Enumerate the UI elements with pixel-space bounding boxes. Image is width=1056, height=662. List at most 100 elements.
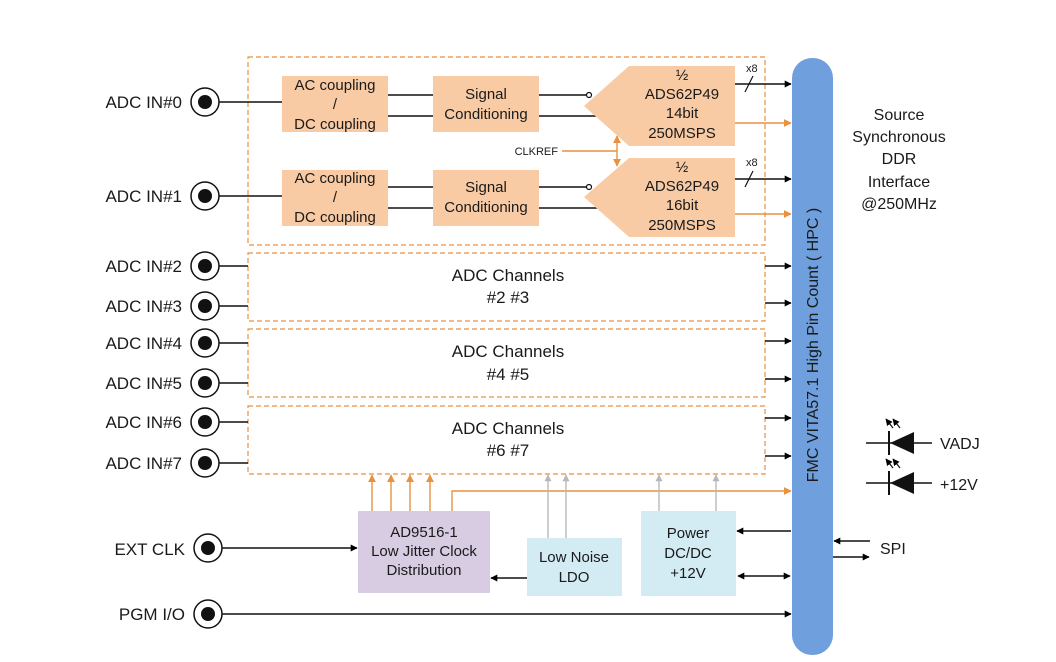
channel-group-box-45 [247, 328, 766, 398]
ext-clk-label: EXT CLK [114, 540, 185, 559]
power-line: DC/DC [664, 545, 712, 562]
adc-in-2: ADC IN#2 [105, 251, 220, 281]
ldo-up-arrows [544, 474, 570, 538]
clock-to-fmc-line [451, 487, 792, 511]
input-label: ADC IN#5 [105, 374, 182, 393]
adc-block-0 [584, 66, 735, 146]
led-diode-icon [890, 432, 914, 454]
input-label: ADC IN#4 [105, 334, 182, 353]
adc-part: ADS62P49 [645, 178, 719, 195]
adc-rate: 250MSPS [648, 125, 716, 142]
dual-adc-group-box [247, 56, 766, 246]
adc-in-6: ADC IN#6 [105, 407, 220, 437]
input-label: ADC IN#2 [105, 257, 182, 276]
group-channels: #2 #3 [487, 288, 530, 307]
bus-width-label: x8 [746, 63, 758, 75]
adc-in-3: ADC IN#3 [105, 291, 220, 321]
adc-half: ½ [676, 67, 689, 84]
coupling-line: / [333, 96, 338, 113]
coupling-line: / [333, 189, 338, 206]
adc-resolution: 16bit [666, 197, 699, 214]
input-connectors: ADC IN#0 ADC IN#1 ADC IN#2 ADC IN#3 ADC … [105, 87, 220, 478]
inverting-input-dot [585, 91, 593, 99]
bus-slash [744, 170, 754, 188]
adc-half: ½ [676, 159, 689, 176]
conditioning-block-0 [433, 76, 539, 132]
interface-line: Interface [868, 174, 930, 191]
adc-in-1: ADC IN#1 [105, 181, 220, 211]
bnc-center [198, 95, 212, 109]
adc-part: ADS62P49 [645, 86, 719, 103]
interface-description: Source Synchronous DDR Interface @250MHz [852, 107, 945, 213]
coupling-block-1 [282, 170, 388, 226]
adc-resolution: 14bit [666, 105, 699, 122]
conditioning-block-1 [433, 170, 539, 226]
bnc-center [198, 336, 212, 350]
inverting-input-dot [585, 183, 593, 191]
bnc-center [198, 456, 212, 470]
coupling-block-0 [282, 76, 388, 132]
group-title: ADC Channels [452, 342, 564, 361]
coupling-line: DC coupling [294, 116, 376, 133]
bus-slash [744, 75, 754, 93]
bnc-center [201, 541, 215, 555]
channel-1-chain: AC coupling / DC coupling Signal Conditi… [282, 157, 792, 237]
power-line: +12V [670, 565, 705, 582]
channel-0-chain: AC coupling / DC coupling Signal Conditi… [282, 63, 792, 146]
group-title: ADC Channels [452, 266, 564, 285]
bnc-center [198, 376, 212, 390]
interface-line: Source [874, 107, 925, 124]
clock-distribution-block [358, 511, 490, 593]
adc-in-7: ADC IN#7 [105, 448, 220, 478]
adc-channels-67: ADC Channels #6 #7 [452, 419, 564, 460]
group-channels: #6 #7 [487, 441, 530, 460]
clock-line: Distribution [386, 562, 461, 579]
adc-in-4: ADC IN#4 [105, 328, 220, 358]
adc-rate: 250MSPS [648, 217, 716, 234]
power-up-arrows [655, 474, 720, 511]
ext-clk-input: EXT CLK [114, 533, 358, 563]
input-label: ADC IN#7 [105, 454, 182, 473]
input-label: ADC IN#1 [105, 187, 182, 206]
fmc-connector-label: FMC VITA57.1 High Pin Count ( HPC ) [805, 208, 822, 482]
fmc-connector-bar [792, 58, 833, 655]
input-label: ADC IN#3 [105, 297, 182, 316]
interface-line: DDR [882, 151, 917, 168]
clkref-label: CLKREF [515, 146, 559, 158]
clock-line: AD9516-1 [390, 524, 458, 541]
bnc-center [198, 299, 212, 313]
power-dcdc-block [641, 511, 736, 596]
group-title: ADC Channels [452, 419, 564, 438]
pgm-io-label: PGM I/O [119, 605, 185, 624]
coupling-line: DC coupling [294, 209, 376, 226]
adc-channels-45: ADC Channels #4 #5 [452, 342, 564, 384]
conditioning-line: Conditioning [444, 199, 527, 216]
adc-in-5: ADC IN#5 [105, 368, 220, 398]
led-vadj: VADJ [866, 418, 980, 455]
coupling-line: AC coupling [295, 77, 376, 94]
ldo-block [527, 538, 622, 596]
adc-in-0: ADC IN#0 [105, 87, 220, 117]
ldo-line: Low Noise [539, 549, 609, 566]
led-diode-icon [890, 472, 914, 494]
conditioning-line: Conditioning [444, 106, 527, 123]
channel-group-box-67 [247, 405, 766, 475]
pgm-io-port: PGM I/O [119, 599, 792, 629]
group-channels: #4 #5 [487, 365, 530, 384]
conditioning-line: Signal [465, 179, 507, 196]
spi-label: SPI [880, 541, 906, 558]
led-label: VADJ [940, 436, 980, 453]
led-label: +12V [940, 477, 978, 494]
bnc-center [198, 189, 212, 203]
channel-group-box-23 [247, 252, 766, 322]
bnc-center [201, 607, 215, 621]
spi-interface: SPI [833, 537, 906, 561]
input-wires [219, 101, 282, 464]
clock-up-arrows [368, 474, 434, 511]
bnc-center [198, 415, 212, 429]
group-output-arrows [765, 262, 792, 460]
input-label: ADC IN#6 [105, 413, 182, 432]
adc-block-1 [584, 158, 735, 237]
input-label: ADC IN#0 [105, 93, 182, 112]
